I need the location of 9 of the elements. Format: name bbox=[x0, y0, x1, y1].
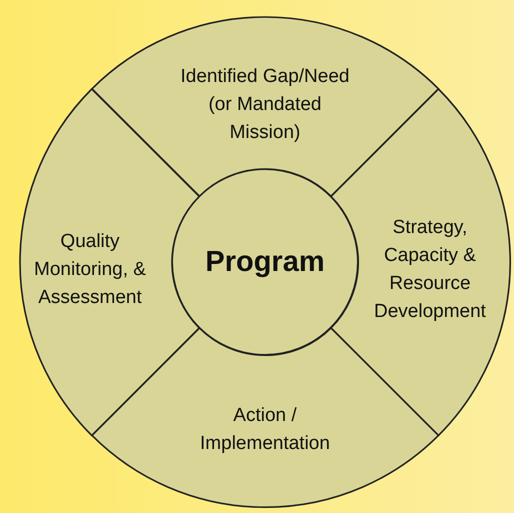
ring-segment bbox=[92, 328, 438, 507]
ring-segment bbox=[330, 88, 510, 436]
ring-segment bbox=[92, 17, 438, 196]
segment-label: Quality Monitoring, & Assessment bbox=[33, 230, 147, 310]
segment-label: Identified Gap/Need (or Mandated Mission) bbox=[179, 65, 350, 145]
center-label: Program bbox=[205, 248, 325, 276]
ring-segment bbox=[20, 88, 200, 436]
segment-label: Strategy, Capacity & Resource Development bbox=[373, 216, 487, 324]
segment-label: Action / Implementation bbox=[199, 404, 331, 456]
